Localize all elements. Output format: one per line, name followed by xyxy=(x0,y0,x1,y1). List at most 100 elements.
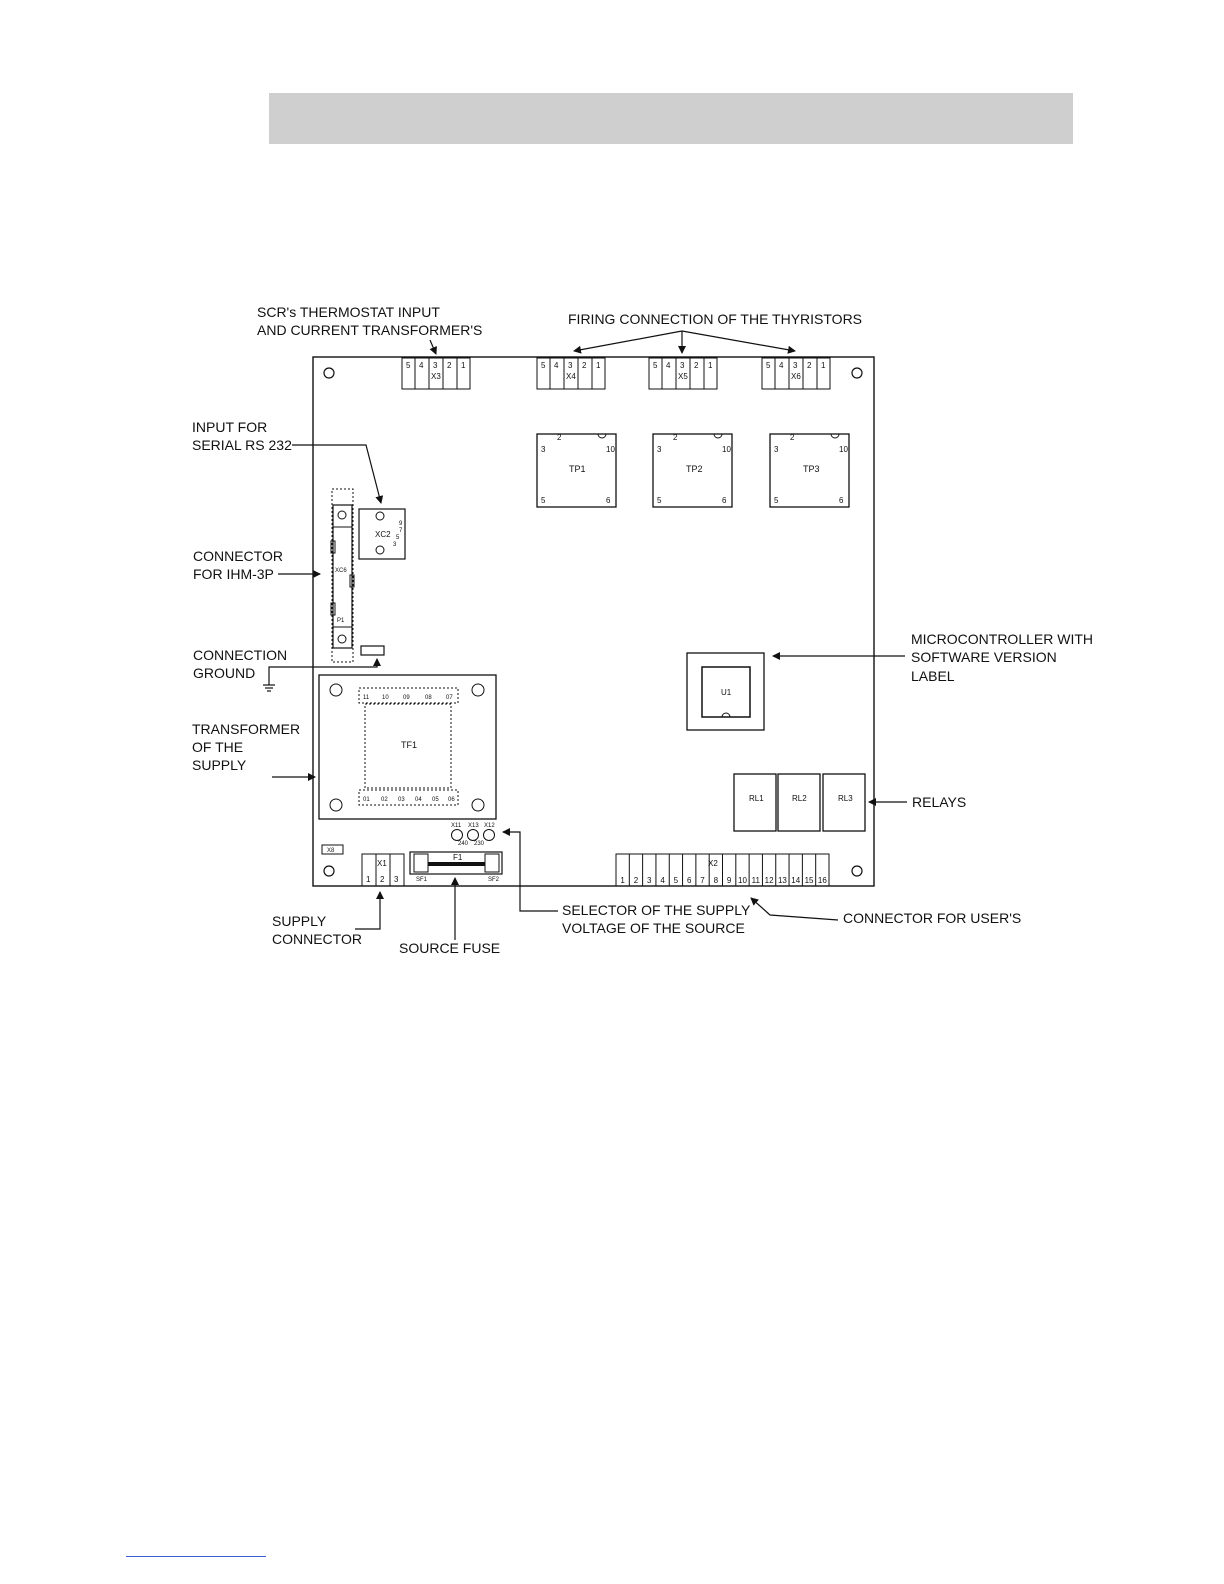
pin-label: 1 xyxy=(596,361,601,370)
pin-label: 5 xyxy=(541,361,546,370)
pin-label: 3 xyxy=(433,361,438,370)
callout-ground-line1: CONNECTION xyxy=(193,647,287,663)
callout-ihm-line2: FOR IHM-3P xyxy=(193,566,274,582)
callout-transformer-line2: OF THE xyxy=(192,739,243,755)
svg-text:SF1: SF1 xyxy=(416,877,428,883)
svg-text:7: 7 xyxy=(399,528,403,534)
connector-xc2: XC2 3 5 7 9 xyxy=(358,508,406,560)
pin-label: 1 xyxy=(708,361,713,370)
x2-pin-label: 14 xyxy=(791,876,800,885)
connector-x3 xyxy=(401,357,471,390)
svg-text:SF2: SF2 xyxy=(488,877,500,883)
pin-label: 1 xyxy=(821,361,826,370)
callout-users: CONNECTOR FOR USER'S xyxy=(843,910,1021,926)
svg-text:5: 5 xyxy=(774,496,779,505)
connector-x6-label: X6 xyxy=(791,372,801,381)
svg-text:3: 3 xyxy=(393,542,397,548)
connector-x4-label: X4 xyxy=(566,372,576,381)
svg-text:230: 230 xyxy=(474,841,485,847)
x2-pin-label: 11 xyxy=(752,876,761,885)
pin-label: 4 xyxy=(779,361,784,370)
ground-symbol-icon xyxy=(263,679,275,692)
tp1-label: TP1 xyxy=(569,464,586,474)
callout-micro-line3: LABEL xyxy=(911,668,955,684)
pin-label: 4 xyxy=(554,361,559,370)
svg-text:6: 6 xyxy=(722,496,727,505)
callout-ihm-line1: CONNECTOR xyxy=(193,548,283,564)
svg-text:5: 5 xyxy=(657,496,662,505)
svg-text:6: 6 xyxy=(839,496,844,505)
callout-fuse: SOURCE FUSE xyxy=(399,940,500,956)
board-outline xyxy=(312,356,875,887)
x2-pin-label: 15 xyxy=(805,876,814,885)
tp3-label: TP3 xyxy=(803,464,820,474)
mounting-hole xyxy=(323,367,335,379)
svg-text:2: 2 xyxy=(557,433,562,442)
x2-pin-label: 9 xyxy=(727,876,732,885)
svg-text:3: 3 xyxy=(657,445,662,454)
x2-pin-label: 5 xyxy=(674,876,679,885)
pin-label: 1 xyxy=(461,361,466,370)
callout-supply-line1: SUPPLY xyxy=(272,913,327,929)
svg-text:2: 2 xyxy=(790,433,795,442)
pin-label: 4 xyxy=(419,361,424,370)
pin-label: 5 xyxy=(653,361,658,370)
callout-serial-line1: INPUT FOR xyxy=(192,419,267,435)
svg-text:02: 02 xyxy=(381,797,388,803)
svg-text:11: 11 xyxy=(363,695,370,701)
connector-x5-label: X5 xyxy=(678,372,688,381)
svg-text:10: 10 xyxy=(606,445,615,454)
svg-text:06: 06 xyxy=(448,797,455,803)
svg-text:10: 10 xyxy=(722,445,731,454)
voltage-selector: X11 X13 X12 240 230 xyxy=(451,823,495,847)
callout-micro-line2: SOFTWARE VERSION xyxy=(911,649,1057,665)
relay-rl1: RL1 xyxy=(733,773,777,832)
fuse-f1: F1 SF1 SF2 xyxy=(409,851,503,883)
microcontroller-u1: U1 xyxy=(686,652,765,731)
callout-firing: FIRING CONNECTION OF THE THYRISTORS xyxy=(568,311,862,327)
mounting-hole xyxy=(851,865,863,877)
pin-label: 5 xyxy=(766,361,771,370)
connector-x6 xyxy=(761,357,831,390)
connector-xc6: XC6 P1 xyxy=(330,488,355,663)
pin-label: 2 xyxy=(582,361,587,370)
svg-text:09: 09 xyxy=(403,695,410,701)
svg-text:03: 03 xyxy=(398,797,405,803)
svg-text:P1: P1 xyxy=(337,618,345,624)
svg-text:6: 6 xyxy=(606,496,611,505)
pin-label: 4 xyxy=(666,361,671,370)
svg-text:X8: X8 xyxy=(327,848,335,854)
connector-x8: X8 xyxy=(321,844,344,855)
pulse-transformer-tp1: 3 2 10 5 6 TP1 xyxy=(536,433,617,508)
callout-scr-line2: AND CURRENT TRANSFORMER'S xyxy=(257,322,482,338)
mounting-hole xyxy=(323,865,335,877)
pin-label: 2 xyxy=(694,361,699,370)
x2-pin-label: 4 xyxy=(660,876,665,885)
x2-pin-label: 13 xyxy=(778,876,787,885)
pin-label: 3 xyxy=(568,361,573,370)
x2-pin-label: 2 xyxy=(634,876,639,885)
x2-pin-label: 1 xyxy=(620,876,625,885)
header-band xyxy=(269,93,1073,144)
svg-text:RL1: RL1 xyxy=(749,794,764,803)
callout-scr-line1: SCR's THERMOSTAT INPUT xyxy=(257,304,440,320)
pin-label: 2 xyxy=(807,361,812,370)
svg-text:X11: X11 xyxy=(451,823,462,829)
pulse-transformer-tp2: 3 2 10 5 6 TP2 xyxy=(652,433,733,508)
relay-rl2: RL2 xyxy=(777,773,821,832)
f1-label: F1 xyxy=(453,853,463,862)
pin-label: 3 xyxy=(793,361,798,370)
connector-x6-pins: 5 4 3 2 1 X6 xyxy=(766,361,826,381)
svg-text:3: 3 xyxy=(394,875,399,884)
callout-serial-line2: SERIAL RS 232 xyxy=(192,437,292,453)
svg-text:3: 3 xyxy=(541,445,546,454)
leader-lines xyxy=(268,330,907,940)
connector-x3-label: X3 xyxy=(431,372,441,381)
u1-label: U1 xyxy=(721,688,732,697)
svg-text:5: 5 xyxy=(396,535,400,541)
x2-pin-label: 3 xyxy=(647,876,652,885)
svg-text:9: 9 xyxy=(399,521,403,527)
x2-pin-label: 12 xyxy=(765,876,774,885)
